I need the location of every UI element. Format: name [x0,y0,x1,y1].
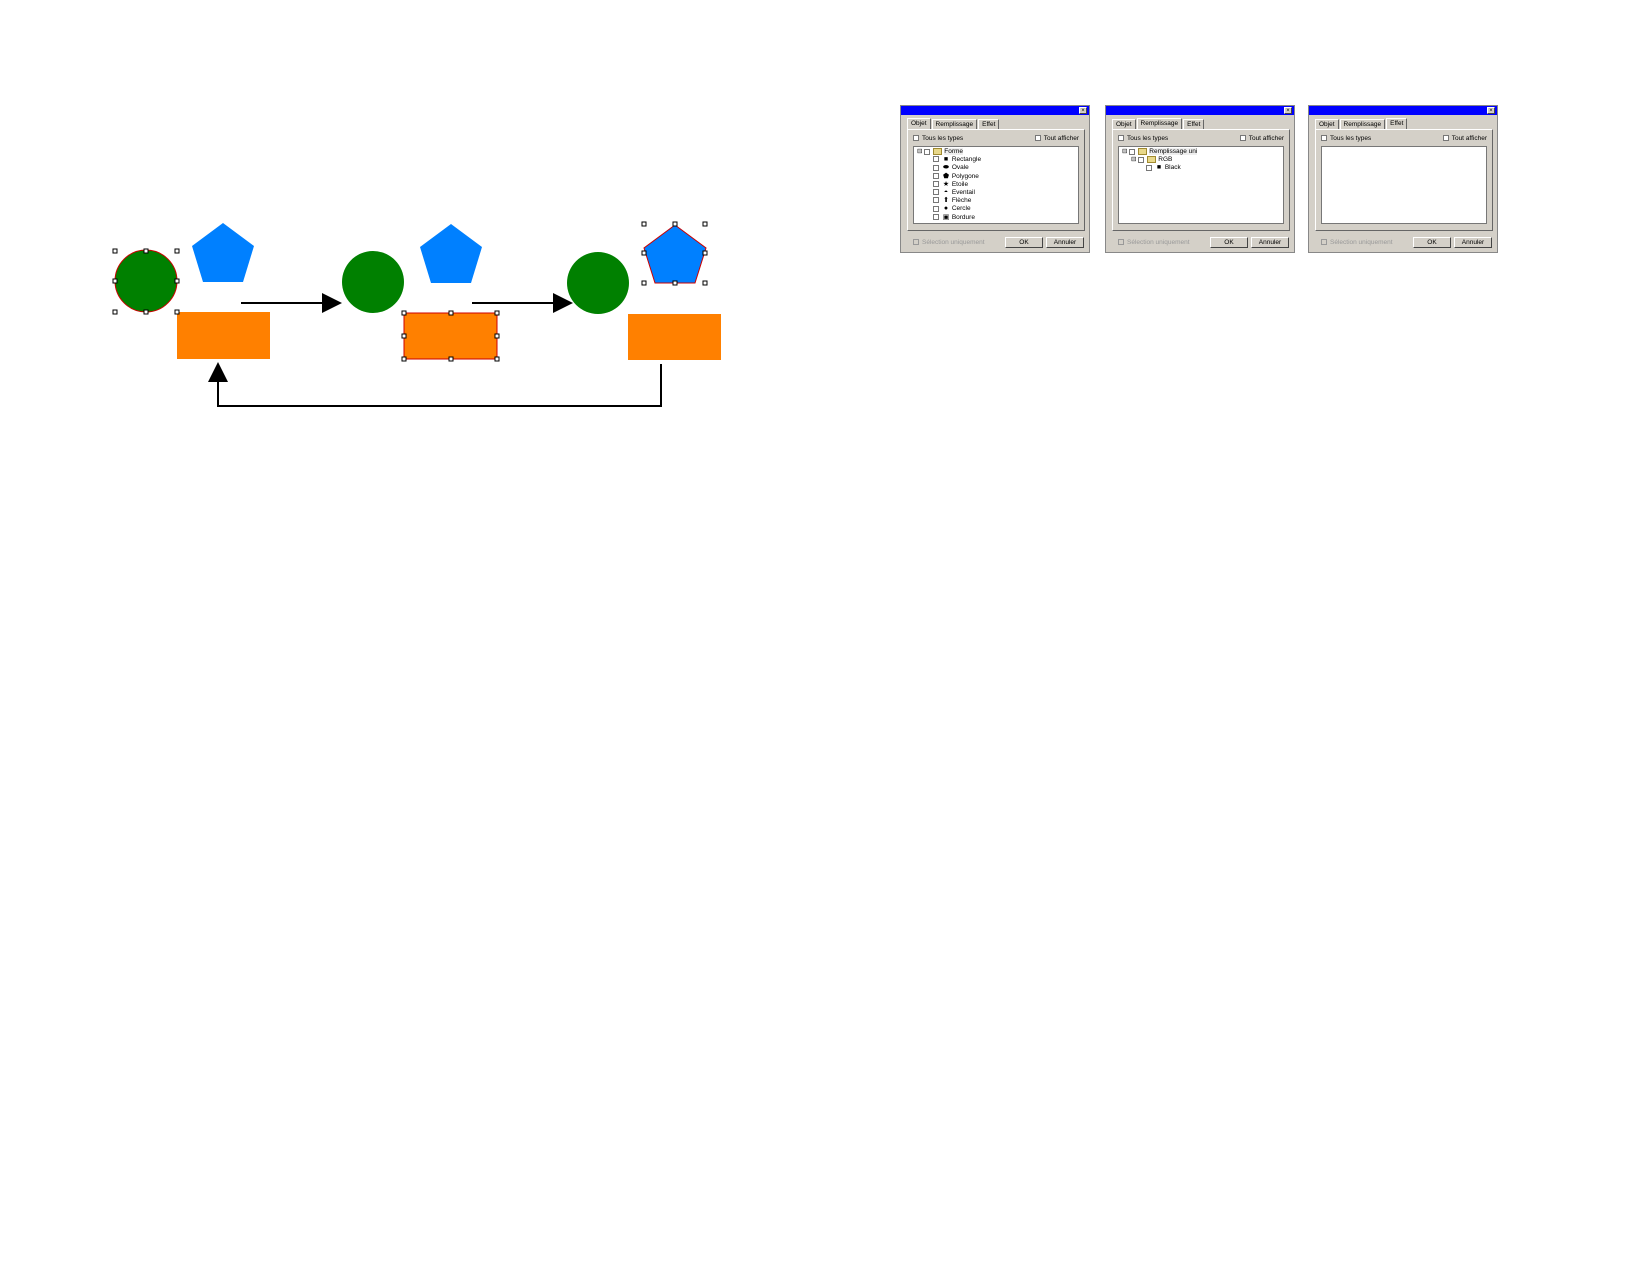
tab-remplissage[interactable]: Remplissage [931,119,978,130]
folder-icon [933,148,943,155]
green-circle-selected[interactable] [114,249,178,313]
tab-panel: Tous les types Tout afficher ⊟ Forme■ Re… [907,129,1085,231]
selection-handles[interactable] [641,221,708,286]
close-button[interactable]: × [1284,107,1292,114]
blue-pentagon[interactable] [192,223,254,282]
green-circle[interactable] [567,252,629,314]
tree-item[interactable]: ★ Etoile [917,181,1075,189]
tab-objet[interactable]: Objet [1315,119,1339,130]
tab-effet[interactable]: Effet [1386,118,1408,129]
polygon-icon: ⬟ [942,172,950,180]
tree-view[interactable] [1321,146,1487,224]
star-icon: ★ [942,180,950,188]
tab-effet[interactable]: Effet [1183,119,1205,130]
ok-button[interactable]: OK [1413,237,1451,248]
checkbox[interactable] [933,205,939,212]
blue-pentagon[interactable] [420,224,482,283]
blue-pentagon-selected[interactable] [643,224,707,284]
square-icon: ■ [943,156,949,164]
cancel-button[interactable]: Annuler [1251,237,1289,248]
tree-item[interactable]: ■ Rectangle [917,156,1075,164]
arrow-up-icon: ⬆ [943,197,949,205]
tree-item[interactable]: ⊟ RGB [1131,156,1173,164]
tree-view[interactable]: ⊟ Remplissage uni⊟ RGB■ Black [1118,146,1284,224]
folder-icon [1147,156,1157,164]
all-types-checkbox[interactable]: Tous les types [1118,135,1168,142]
checkbox[interactable] [933,197,939,204]
tree-view[interactable]: ⊟ Forme■ Rectangle⬬ Ovale⬟ Polygone★ Eto… [913,146,1079,224]
green-circle[interactable] [342,251,404,313]
all-types-checkbox[interactable]: Tous les types [1321,135,1371,142]
checkbox[interactable] [933,189,939,196]
drawing-canvas[interactable] [0,0,780,440]
cancel-button[interactable]: Annuler [1046,237,1084,248]
border-icon: ▣ [942,213,950,221]
tab-effet[interactable]: Effet [978,119,1000,130]
feedback-arrow [208,362,662,407]
title-bar: × [901,106,1089,115]
ok-button[interactable]: OK [1005,237,1043,248]
tree-item[interactable]: ⬟ Polygone [917,173,1075,181]
checkbox[interactable] [933,181,939,188]
folder-icon [1138,148,1148,155]
tab-objet[interactable]: Objet [907,118,931,129]
cancel-button[interactable]: Annuler [1454,237,1492,248]
ok-button[interactable]: OK [1210,237,1248,248]
tree-item[interactable]: ⬆ Flèche [917,197,1075,205]
orange-rectangle-selected[interactable] [403,312,498,360]
all-types-checkbox[interactable]: Tous les types [913,135,963,142]
oval-icon: ⬬ [943,164,949,172]
selection-only-checkbox: Sélection uniquement [913,239,985,246]
black-swatch-icon: ■ [1156,164,1162,172]
tree-root[interactable]: ⊟ Remplissage uni [1122,148,1198,156]
tree-item[interactable]: ⬬ Ovale [917,164,1075,172]
state-3 [567,221,721,360]
title-bar: × [1309,106,1497,115]
orange-rectangle[interactable] [628,314,721,360]
tab-remplissage[interactable]: Remplissage [1339,119,1386,130]
title-bar: × [1106,106,1294,115]
tab-remplissage[interactable]: Remplissage [1136,118,1183,129]
selection-only-checkbox: Sélection uniquement [1118,239,1190,246]
state-1 [112,223,270,359]
show-all-checkbox[interactable]: Tout afficher [1034,135,1079,142]
fan-icon: ◓ [943,188,949,196]
state-2 [342,224,500,362]
selection-only-checkbox: Sélection uniquement [1321,239,1393,246]
checkbox[interactable] [933,172,939,179]
circle-icon: ● [943,205,949,213]
checkbox[interactable] [933,213,939,220]
checkbox[interactable] [933,164,939,171]
show-all-checkbox[interactable]: Tout afficher [1239,135,1284,142]
selection-handles[interactable] [401,310,500,362]
tree-item[interactable]: ▣ Bordure [917,214,1075,222]
checkbox[interactable] [933,156,939,163]
tab-panel: Tous les types Tout afficher ⊟ Remplissa… [1112,129,1290,231]
selection-handles[interactable] [112,248,180,315]
close-button[interactable]: × [1487,107,1495,114]
tree-item[interactable]: ◓ Eventail [917,189,1075,197]
tree-root[interactable]: ⊟ Forme [917,148,964,156]
tree-item[interactable]: ■ Black [1122,164,1280,172]
show-all-checkbox[interactable]: Tout afficher [1442,135,1487,142]
tab-objet[interactable]: Objet [1112,119,1136,130]
tab-panel: Tous les types Tout afficher [1315,129,1493,231]
orange-rectangle[interactable] [177,312,270,359]
tree-item[interactable]: ● Cercle [917,205,1075,213]
close-button[interactable]: × [1079,107,1087,114]
